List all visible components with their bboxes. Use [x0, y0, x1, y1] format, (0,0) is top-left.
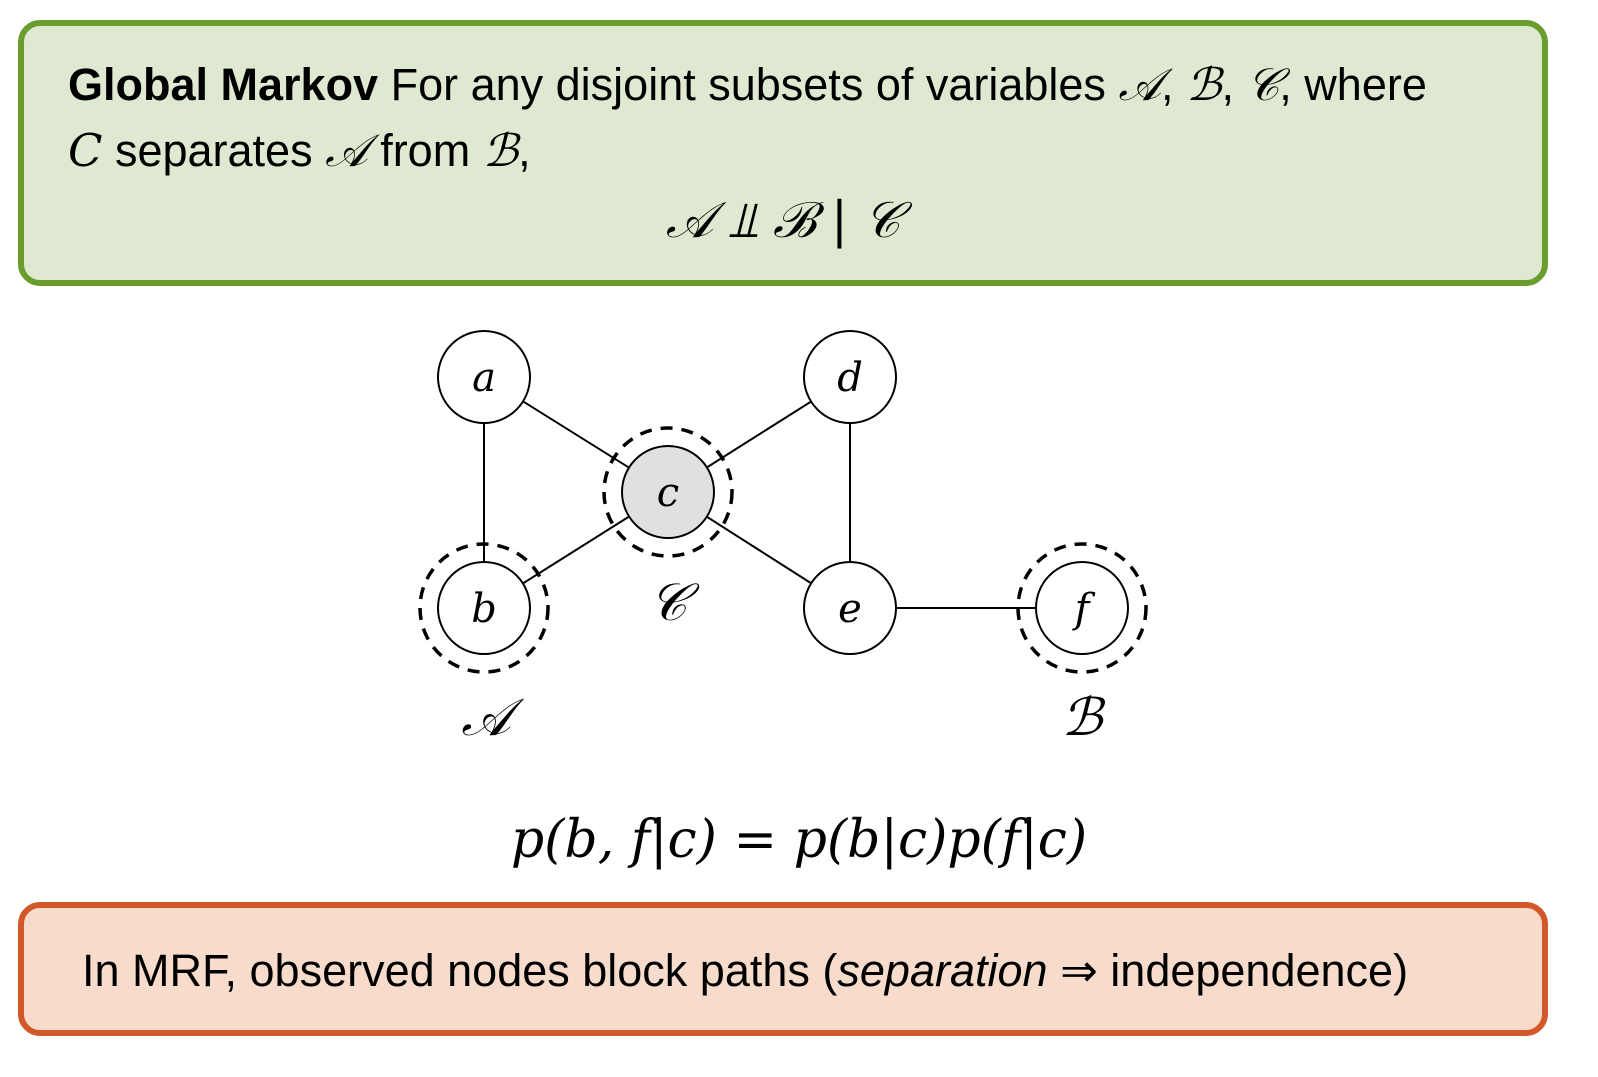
- implies-arrow-icon: ⇒: [1060, 945, 1098, 996]
- separator-variable: C: [68, 124, 103, 177]
- separates-text: separates: [114, 125, 313, 176]
- set-boundary-b: [418, 542, 550, 674]
- equation-rhs: p(b|c)p(f|c): [793, 810, 1088, 870]
- nodes: a b c d e f: [437, 330, 1129, 655]
- set-label-C: 𝒞: [649, 573, 700, 633]
- set-b-symbol: ℬ: [482, 124, 519, 177]
- independence-formula: 𝒜 ⫫ ℬ | 𝒞: [665, 191, 901, 249]
- node-f: f: [1035, 561, 1129, 655]
- node-e: e: [803, 561, 897, 655]
- definition-box: Global Markov For any disjoint subsets o…: [18, 20, 1548, 286]
- set-boundary-f: [1016, 542, 1148, 674]
- node-c: c: [621, 445, 715, 539]
- edges: [483, 376, 1082, 609]
- node-circle-b: [437, 561, 531, 655]
- set-boundary-c: [602, 426, 734, 558]
- node-a: a: [437, 330, 531, 424]
- set-groups: [418, 426, 1148, 674]
- definition-line-1: Global Markov For any disjoint subsets o…: [68, 60, 1427, 110]
- node-circle-c: [621, 445, 715, 539]
- set-a-symbol: 𝒜: [1118, 58, 1162, 111]
- equation-equals: =: [733, 810, 778, 870]
- from-text: from: [380, 125, 471, 176]
- node-label-e: e: [838, 586, 862, 632]
- note-box: In MRF, observed nodes block paths (sepa…: [18, 902, 1548, 1036]
- node-circle-d: [803, 330, 897, 424]
- set-label-B: ℬ: [1062, 688, 1106, 748]
- note-text-before: In MRF, observed nodes block paths (: [82, 945, 838, 996]
- comma: ,: [1221, 59, 1234, 110]
- comma: ,: [1161, 59, 1174, 110]
- definition-line-2: C separates 𝒜 from ℬ,: [68, 126, 531, 176]
- node-b: b: [437, 561, 531, 655]
- note-text: In MRF, observed nodes block paths (sepa…: [82, 944, 1408, 998]
- definition-text: For any disjoint subsets of variables: [390, 59, 1106, 110]
- node-circle-f: [1035, 561, 1129, 655]
- note-emphasis: separation: [837, 945, 1048, 996]
- set-b-symbol: ℬ: [1186, 58, 1222, 111]
- node-label-d: d: [837, 355, 863, 401]
- where-text: , where: [1279, 59, 1427, 110]
- node-circle-a: [437, 330, 531, 424]
- equation-lhs: p(b, f|c): [510, 810, 717, 870]
- definition-title: Global Markov: [68, 59, 379, 110]
- factorization-equation: p(b, f|c) = p(b|c)p(f|c): [0, 808, 1598, 872]
- comma: ,: [518, 125, 531, 176]
- node-label-b: b: [471, 586, 497, 632]
- note-text-after: independence): [1110, 945, 1409, 996]
- set-a-symbol: 𝒜: [325, 124, 368, 177]
- node-label-c: c: [657, 470, 679, 516]
- node-label-a: a: [472, 355, 496, 401]
- set-label-A: 𝒜: [461, 688, 525, 748]
- node-circle-e: [803, 561, 897, 655]
- markov-graph: a b c d e f 𝒜 ℬ 𝒞: [418, 330, 1148, 748]
- node-d: d: [803, 330, 897, 424]
- set-labels: 𝒜 ℬ 𝒞: [461, 573, 1105, 748]
- set-c-symbol: 𝒞: [1246, 58, 1280, 111]
